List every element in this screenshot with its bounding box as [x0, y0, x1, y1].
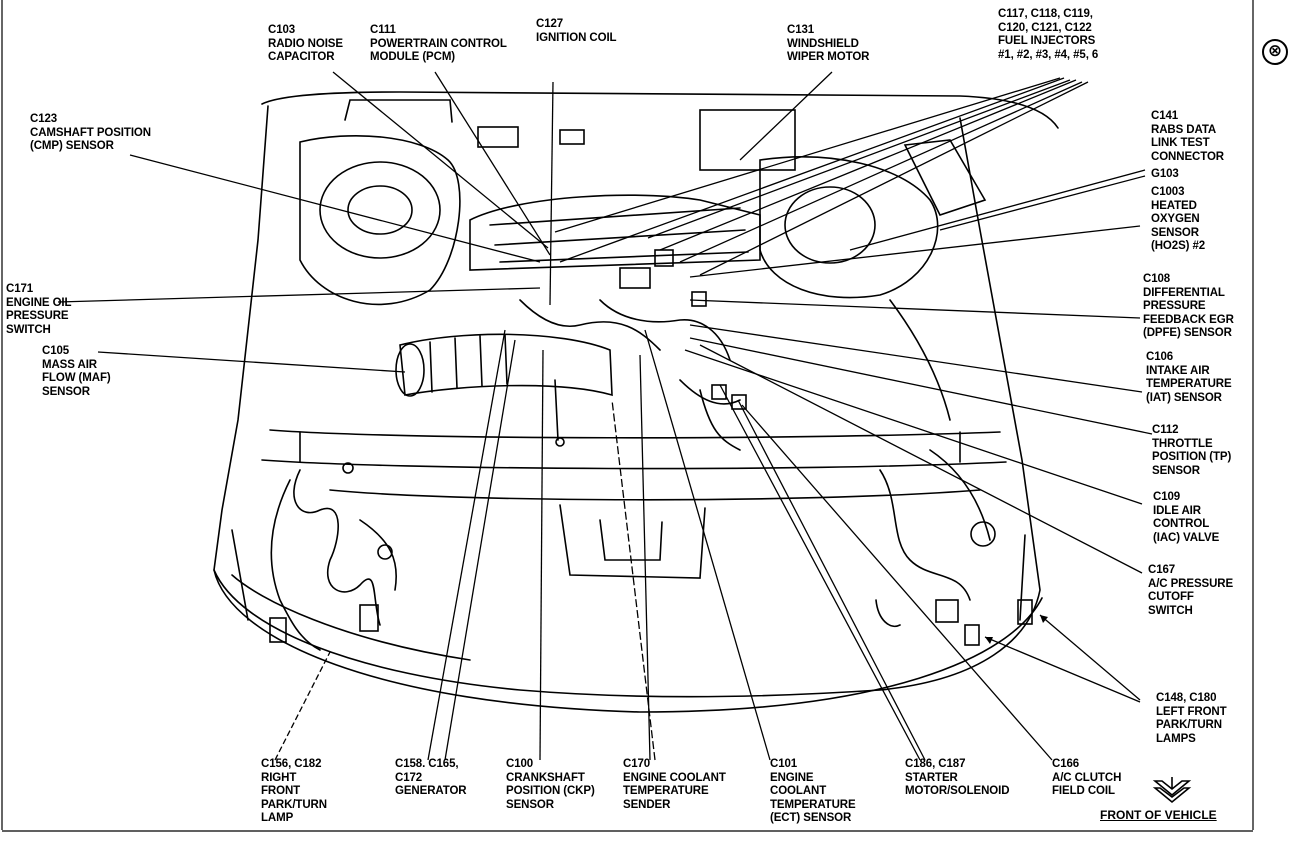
- label-c186: C186, C187 STARTER MOTOR/SOLENOID: [905, 758, 1010, 797]
- label-c106: C106 INTAKE AIR TEMPERATURE (IAT) SENSOR: [1146, 351, 1232, 404]
- label-c111: C111 POWERTRAIN CONTROL MODULE (PCM): [370, 24, 507, 63]
- label-c103: C103 RADIO NOISE CAPACITOR: [268, 24, 343, 63]
- close-icon[interactable]: ⊗: [1262, 39, 1288, 65]
- label-g103: G103: [1151, 168, 1179, 180]
- label-c170: C170 ENGINE COOLANT TEMPERATURE SENDER: [623, 758, 726, 811]
- label-c123: C123 CAMSHAFT POSITION (CMP) SENSOR: [30, 113, 151, 152]
- label-c108: C108 DIFFERENTIAL PRESSURE FEEDBACK EGR …: [1143, 273, 1234, 339]
- engine-illustration: [213, 91, 1059, 713]
- front-of-vehicle-label: FRONT OF VEHICLE: [1100, 808, 1217, 822]
- label-c1003: C1003 HEATED OXYGEN SENSOR (HO2S) #2: [1151, 186, 1206, 252]
- label-c167: C167 A/C PRESSURE CUTOFF SWITCH: [1148, 564, 1234, 617]
- label-c148: C148, C180 LEFT FRONT PARK/TURN LAMPS: [1156, 692, 1227, 745]
- label-c112: C112 THROTTLE POSITION (TP) SENSOR: [1152, 424, 1232, 477]
- label-c156: C156, C182 RIGHT FRONT PARK/TURN LAMP: [261, 758, 327, 824]
- label-c101: C101 ENGINE COOLANT TEMPERATURE (ECT) SE…: [770, 758, 856, 824]
- frame-lines: [1, 0, 1254, 832]
- label-c109: C109 IDLE AIR CONTROL (IAC) VALVE: [1153, 491, 1220, 544]
- label-c166: C166 A/C CLUTCH FIELD COIL: [1052, 758, 1122, 797]
- leader-lines: [57, 71, 1153, 761]
- front-arrow-icon: [1152, 777, 1192, 804]
- label-c100: C100 CRANKSHAFT POSITION (CKP) SENSOR: [506, 758, 595, 811]
- label-c117: C117, C118, C119, C120, C121, C122 FUEL …: [998, 8, 1099, 61]
- label-c171: C171 ENGINE OIL PRESSURE SWITCH: [6, 283, 72, 336]
- label-c158: C158. C165, C172 GENERATOR: [395, 758, 467, 797]
- label-c105: C105 MASS AIR FLOW (MAF) SENSOR: [42, 345, 111, 398]
- label-c141: C141 RABS DATA LINK TEST CONNECTOR: [1151, 110, 1225, 163]
- arrow-heads: [985, 615, 1048, 644]
- label-c131: C131 WINDSHIELD WIPER MOTOR: [787, 24, 870, 63]
- label-c127: C127 IGNITION COIL: [536, 18, 617, 44]
